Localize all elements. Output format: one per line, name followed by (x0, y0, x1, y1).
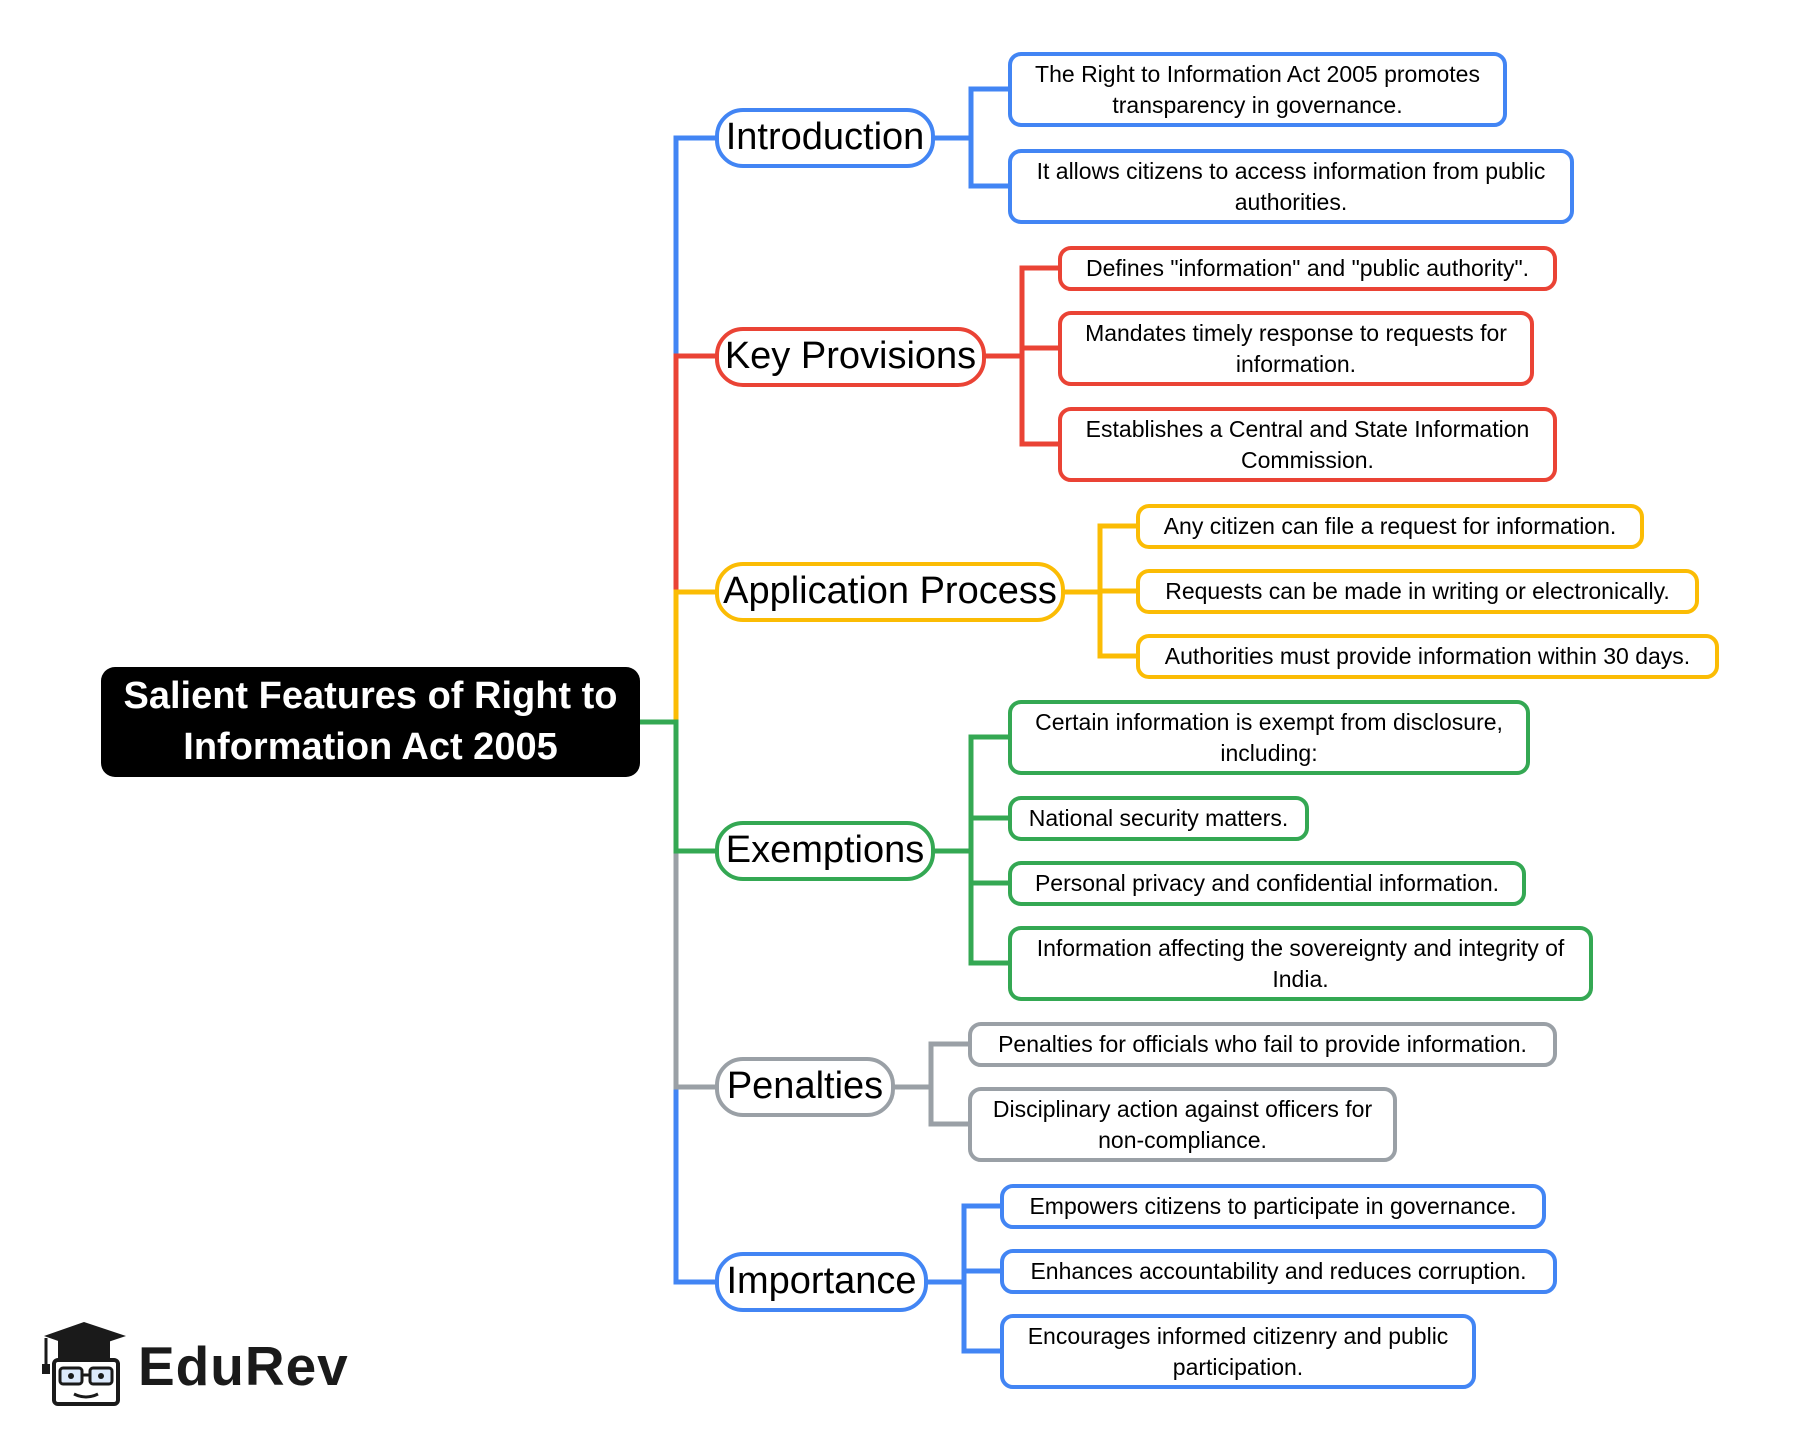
edurev-logo-icon (42, 1322, 126, 1406)
branch-application-process: Application Process (715, 562, 1065, 622)
leaf-imp-3: Encourages informed citizenry and public… (1000, 1314, 1476, 1389)
leaf-exempt-4: Information affecting the sovereignty an… (1008, 926, 1593, 1001)
leaf-key-3: Establishes a Central and State Informat… (1058, 407, 1557, 482)
branch-importance: Importance (715, 1252, 928, 1312)
brand-name: EduRev (138, 1335, 349, 1397)
leaf-imp-1: Empowers citizens to participate in gove… (1000, 1184, 1546, 1229)
branch-label: Application Process (723, 569, 1057, 612)
leaf-pen-1: Penalties for officials who fail to prov… (968, 1022, 1557, 1067)
leaf-exempt-1: Certain information is exempt from discl… (1008, 700, 1530, 775)
leaf-app-1: Any citizen can file a request for infor… (1136, 504, 1644, 549)
branch-penalties: Penalties (715, 1057, 895, 1117)
branch-label: Penalties (726, 1064, 884, 1107)
branch-exemptions: Exemptions (715, 821, 935, 881)
leaf-app-3: Authorities must provide information wit… (1136, 634, 1719, 679)
leaf-key-1: Defines "information" and "public author… (1058, 246, 1557, 291)
branch-introduction: Introduction (715, 108, 935, 168)
branch-key-provisions: Key Provisions (715, 327, 986, 387)
leaf-intro-2: It allows citizens to access information… (1008, 149, 1574, 224)
leaf-pen-2: Disciplinary action against officers for… (968, 1087, 1397, 1162)
branch-label: Key Provisions (724, 334, 977, 377)
leaf-imp-2: Enhances accountability and reduces corr… (1000, 1249, 1557, 1294)
branch-label: Introduction (725, 115, 925, 158)
root-title: Salient Features of Right to Information… (123, 675, 618, 768)
leaf-intro-1: The Right to Information Act 2005 promot… (1008, 52, 1507, 127)
leaf-key-2: Mandates timely response to requests for… (1058, 311, 1534, 386)
leaf-exempt-2: National security matters. (1008, 796, 1309, 841)
branch-label: Exemptions (725, 828, 925, 871)
leaf-exempt-3: Personal privacy and confidential inform… (1008, 861, 1526, 906)
branch-label: Importance (726, 1259, 917, 1302)
root-node: Salient Features of Right to Information… (101, 667, 640, 777)
leaf-app-2: Requests can be made in writing or elect… (1136, 569, 1699, 614)
